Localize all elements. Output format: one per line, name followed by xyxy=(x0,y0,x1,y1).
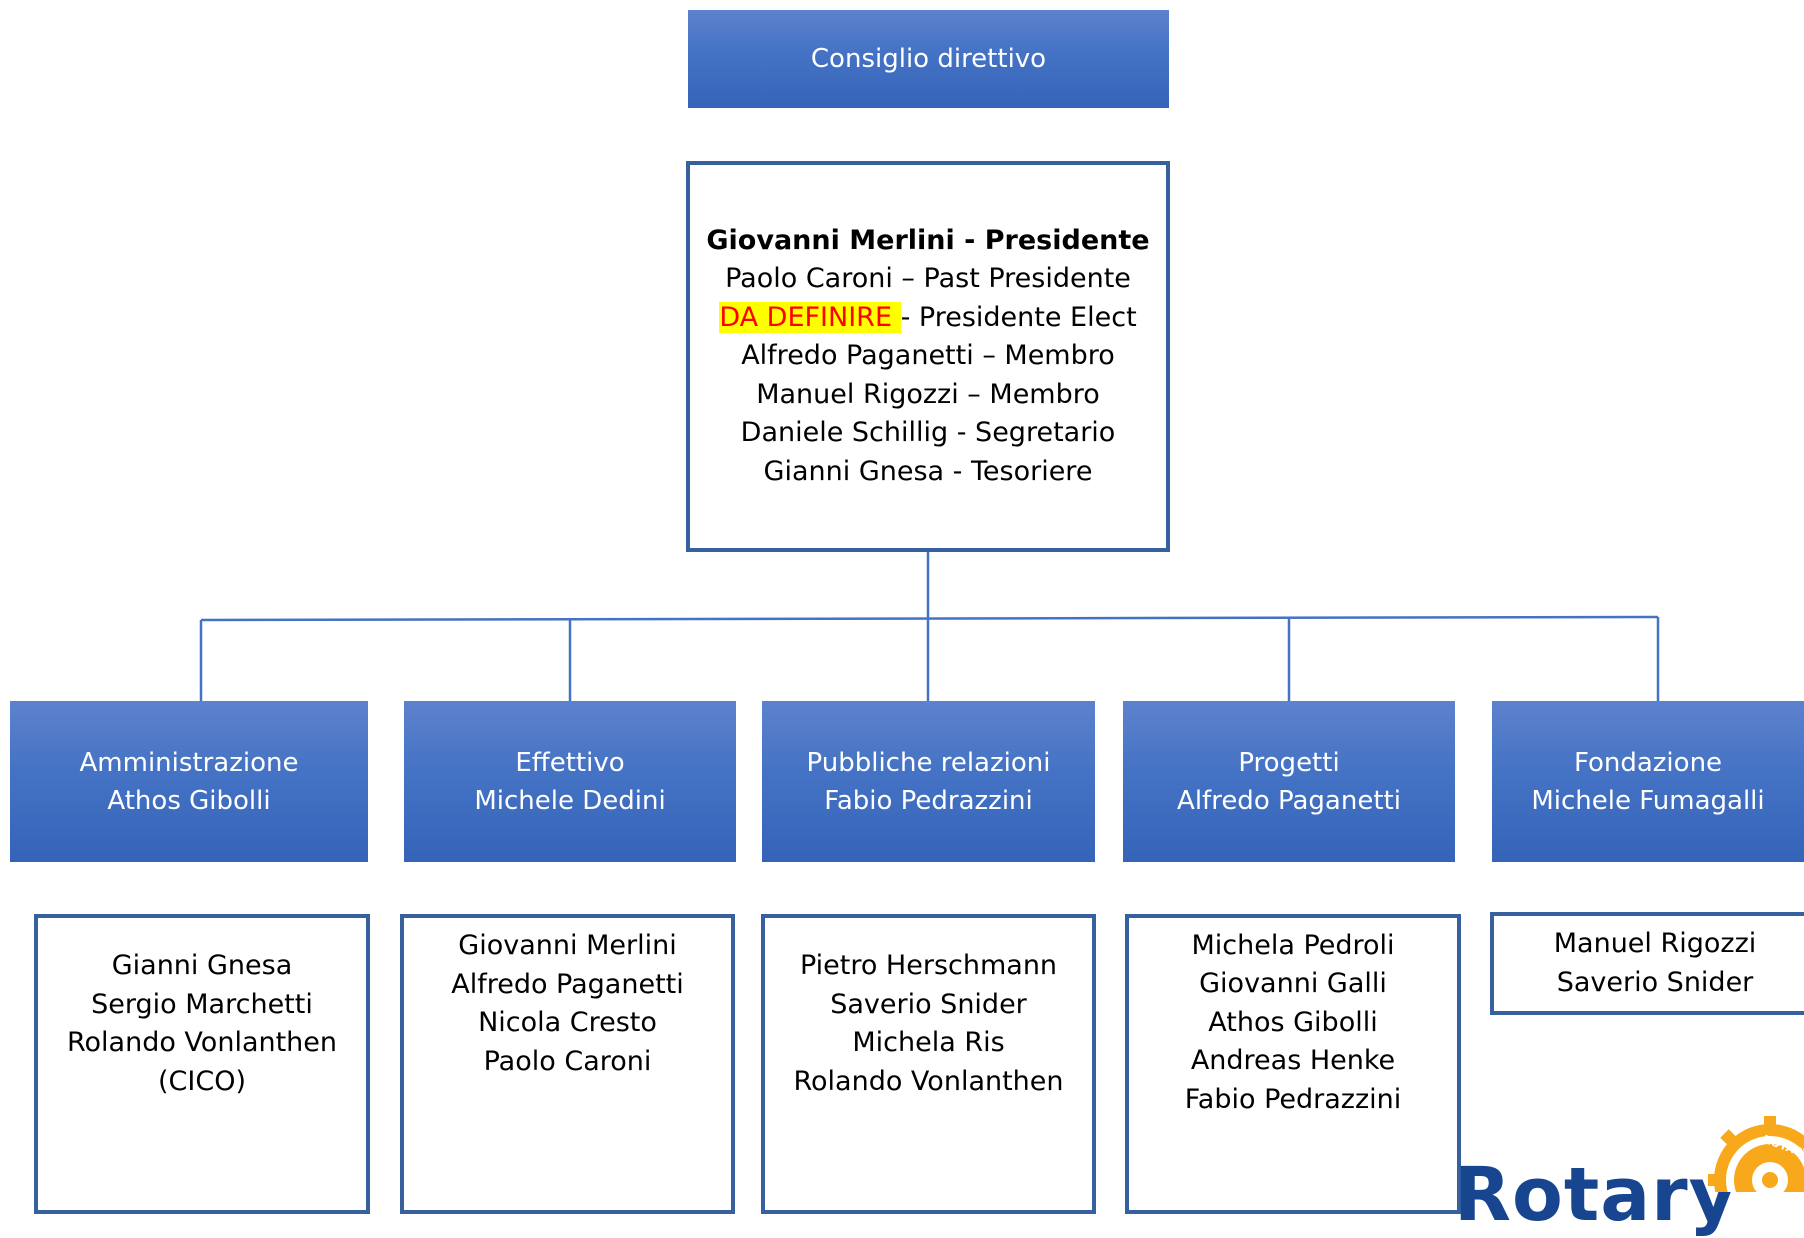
members-box-amministrazione: Gianni Gnesa Sergio Marchetti Rolando Vo… xyxy=(34,914,370,1214)
board-member: Paolo Caroni – Past Presidente xyxy=(725,263,1131,295)
commission-name: Fondazione xyxy=(1573,747,1723,778)
title-text: Consiglio direttivo xyxy=(810,44,1047,74)
commission-box-pubbliche-relazioni: Pubbliche relazioni Fabio Pedrazzini xyxy=(762,701,1095,862)
member-name: Fabio Pedrazzini xyxy=(1184,1083,1402,1115)
board-member: Alfredo Paganetti – Membro xyxy=(741,340,1115,372)
commission-box-effettivo: Effettivo Michele Dedini xyxy=(404,701,736,862)
commission-lead: Michele Dedini xyxy=(474,785,666,816)
member-name: Rolando Vonlanthen xyxy=(66,1027,338,1058)
members-box-effettivo: Giovanni Merlini Alfredo Paganetti Nicol… xyxy=(400,914,735,1214)
members-box-fondazione: Manuel Rigozzi Saverio Snider xyxy=(1490,912,1804,1015)
member-name: Saverio Snider xyxy=(1556,966,1754,998)
commission-name: Progetti xyxy=(1238,747,1340,778)
members-box-progetti: Michela Pedroli Giovanni Galli Athos Gib… xyxy=(1125,914,1461,1214)
board-member: Manuel Rigozzi – Membro xyxy=(756,378,1100,410)
connector-lines xyxy=(199,552,1660,701)
rotary-wheel-icon: ROTARY xyxy=(1708,1116,1804,1192)
title-box: Consiglio direttivo xyxy=(688,10,1169,108)
member-name: Gianni Gnesa xyxy=(111,950,293,981)
board-box: Giovanni Merlini - Presidente Paolo Caro… xyxy=(686,161,1170,552)
member-name: Paolo Caroni xyxy=(483,1045,652,1077)
commission-box-progetti: Progetti Alfredo Paganetti xyxy=(1123,701,1455,862)
member-name: Alfredo Paganetti xyxy=(451,968,684,1000)
rotary-logo-text: Rotary xyxy=(1454,1152,1738,1238)
member-name: Sergio Marchetti xyxy=(91,988,313,1020)
member-name: Pietro Herschmann xyxy=(799,950,1058,981)
commission-box-fondazione: Fondazione Michele Fumagalli xyxy=(1492,701,1804,862)
member-name: Manuel Rigozzi xyxy=(1553,928,1757,959)
member-name: Giovanni Merlini xyxy=(458,930,677,961)
member-name: Andreas Henke xyxy=(1190,1045,1396,1077)
board-secretary: Daniele Schillig - Segretario xyxy=(740,417,1116,449)
board-elect-role: - Presidente Elect xyxy=(900,301,1137,333)
placeholder-highlight: DA DEFINIRE xyxy=(719,301,901,333)
board-elect: DA DEFINIRE - Presidente Elect xyxy=(719,299,1137,338)
connector-bar xyxy=(200,615,1659,622)
member-note: (CICO) xyxy=(158,1065,246,1097)
commission-box-amministrazione: Amministrazione Athos Gibolli xyxy=(10,701,368,862)
commission-name: Effettivo xyxy=(515,747,625,778)
commission-name: Amministrazione xyxy=(79,747,299,778)
commission-lead: Alfredo Paganetti xyxy=(1177,785,1401,816)
commission-lead: Fabio Pedrazzini xyxy=(824,785,1033,816)
member-name: Nicola Cresto xyxy=(478,1007,657,1038)
member-name: Giovanni Galli xyxy=(1199,968,1387,1000)
member-name: Saverio Snider xyxy=(830,988,1027,1020)
member-name: Michela Ris xyxy=(852,1027,1005,1058)
commission-name: Pubbliche relazioni xyxy=(806,747,1051,778)
member-name: Athos Gibolli xyxy=(1208,1006,1378,1038)
member-name: Rolando Vonlanthen xyxy=(793,1065,1064,1097)
board-treasurer: Gianni Gnesa - Tesoriere xyxy=(763,455,1093,487)
members-box-pubbliche-relazioni: Pietro Herschmann Saverio Snider Michela… xyxy=(761,914,1096,1214)
member-name: Michela Pedroli xyxy=(1191,929,1395,961)
commission-lead: Michele Fumagalli xyxy=(1531,785,1765,816)
board-president: Giovanni Merlini - Presidente xyxy=(706,224,1150,256)
commission-lead: Athos Gibolli xyxy=(107,785,271,816)
